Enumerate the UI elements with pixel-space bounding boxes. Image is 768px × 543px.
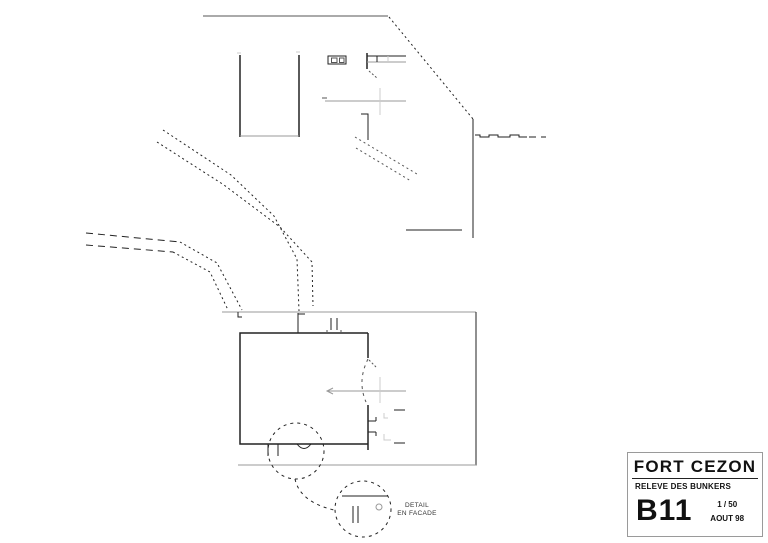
drawing-scale: 1 / 50 [717,500,738,509]
segmented-wall [366,53,406,79]
bunker-outline [239,332,368,445]
section-line-upper [322,88,406,115]
detail-annotation: DETAIL EN FACADE [397,502,437,517]
detail-callout-circle [267,422,325,480]
title-block: FORT CEZON RELEVE DES BUNKERS B11 1 / 50… [627,452,763,537]
title-block-bottom-row: B11 1 / 50 AOUT 98 [628,496,762,526]
section-line-lower [325,377,406,403]
title-block-divider [632,478,758,479]
detail-view-content [342,495,388,523]
upper-bunker-structures [237,51,418,182]
platform-boundary [222,311,477,466]
facade-openings [267,443,312,456]
doorway-jambs [368,409,405,444]
detail-annotation-line2: EN FACADE [397,509,437,517]
sheet-meta: 1 / 50 AOUT 98 [692,496,762,526]
lower-access-path [85,232,243,311]
detail-annotation-line1: DETAIL [404,502,430,509]
door-swing-arc [361,358,369,403]
ramp-dashed [354,136,418,182]
access-paths [85,129,314,312]
entrance-steps [326,318,342,332]
notched-wall-line [475,134,527,138]
upper-access-path [156,129,314,312]
corridor-corner [361,113,369,140]
main-bunker [239,313,406,456]
detail-leader-line [294,478,335,511]
project-title: FORT CEZON [633,457,757,476]
drawing-date: AOUT 98 [710,514,745,523]
sheet-code: B11 [636,494,693,527]
detail-view-circle [334,480,392,538]
site-outline [203,15,546,238]
drawing-subtitle: RELEVE DES BUNKERS [635,482,732,491]
detail-callout [267,422,392,538]
small-structure-box [327,55,347,65]
